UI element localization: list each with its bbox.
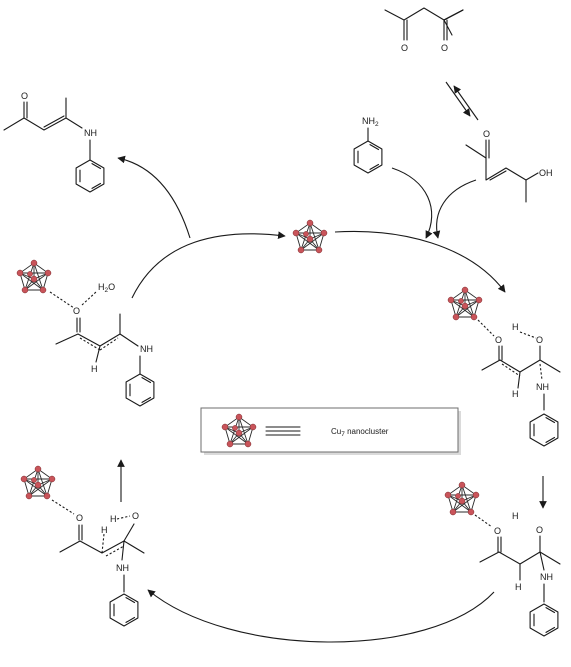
atom-label-nh: NH: [540, 572, 553, 582]
legend-box: Cu7 nanocluster: [200, 407, 461, 455]
atom-label-o: O: [536, 335, 543, 345]
atom-label-h: H: [512, 511, 519, 521]
atom-label-oh: OH: [539, 168, 553, 178]
atom-label-o: O: [494, 526, 501, 536]
atom-label-h: H: [512, 322, 519, 332]
acetylacetone-enol: O OH: [465, 129, 553, 203]
intermediate-cluster-dehydration: O H H O NH: [20, 465, 145, 627]
atom-label-o: O: [495, 335, 502, 345]
enaminone-product: O NH: [3, 91, 105, 193]
atom-label-h: H: [101, 525, 108, 535]
atom-label-h: H: [110, 514, 117, 524]
atom-label-o: O: [21, 91, 28, 101]
reactant-entry-arrows: [391, 167, 477, 239]
intermediate-cluster-enamine-water: O H2O H NH: [16, 259, 155, 407]
acetylacetone-diketo: O O: [384, 7, 464, 53]
intermediate-cluster-hemiaminal: O O H H NH: [444, 481, 561, 637]
legend-frame: [200, 407, 459, 453]
intermediate-cluster-enol-amine-complex: O O H H NH: [447, 286, 561, 447]
cu7-catalyst-top: [292, 219, 328, 254]
atom-label-o: O: [401, 43, 408, 53]
legend-label: Cu7 nanocluster: [331, 427, 389, 438]
atom-label-h2o: H2O: [98, 282, 115, 294]
aniline: NH2: [353, 116, 383, 174]
atom-label-nh: NH: [140, 344, 153, 354]
atom-label-o: O: [73, 306, 80, 316]
atom-label-h: H: [512, 389, 519, 399]
atom-label-nh2: NH2: [362, 116, 379, 128]
atom-label-o: O: [536, 525, 543, 535]
keto-enol-equilibrium-arrows: [445, 81, 479, 121]
atom-label-o: O: [441, 43, 448, 53]
atom-label-h: H: [91, 364, 98, 374]
atom-label-o: O: [76, 513, 83, 523]
cycle-arrows: [117, 155, 547, 643]
atom-label-o: O: [132, 511, 139, 521]
atom-label-h: H: [515, 582, 522, 592]
atom-label-nh: NH: [536, 382, 549, 392]
atom-label-nh: NH: [116, 563, 129, 573]
atom-label-nh: NH: [84, 128, 97, 138]
atom-label-o: O: [483, 129, 490, 139]
